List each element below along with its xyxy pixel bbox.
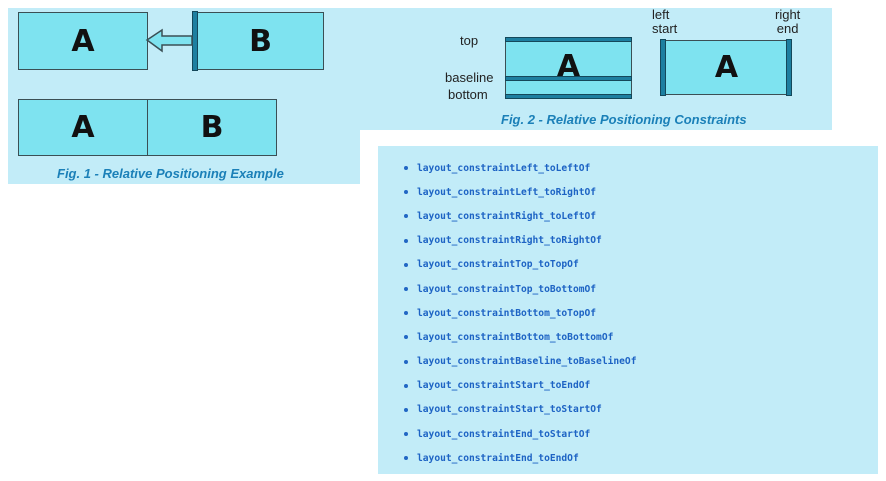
- constraint-name: layout_constraintRight_toRightOf: [417, 235, 602, 247]
- figure-2-caption: Fig. 2 - Relative Positioning Constraint…: [501, 112, 747, 127]
- bullet-icon: [404, 383, 408, 388]
- list-item: layout_constraintEnd_toEndOf: [404, 446, 637, 470]
- bullet-icon: [404, 262, 408, 267]
- fig1-box-b-bottom: B: [147, 99, 277, 156]
- fig1-box-a-bottom-label: A: [71, 110, 95, 145]
- constraint-name: layout_constraintStart_toStartOf: [417, 404, 602, 416]
- constraint-name: layout_constraintTop_toBottomOf: [417, 283, 597, 295]
- fig2-box-a-horizontal-label: A: [714, 50, 739, 85]
- bullet-icon: [404, 335, 408, 340]
- bullet-icon: [404, 190, 408, 195]
- bullet-icon: [404, 238, 408, 243]
- constraint-name: layout_constraintEnd_toEndOf: [417, 452, 579, 464]
- label-left-start: left start: [652, 8, 677, 36]
- end-constraint-bar: [786, 39, 792, 96]
- label-bottom: bottom: [448, 87, 488, 102]
- list-item: layout_constraintLeft_toLeftOf: [404, 156, 637, 180]
- list-item: layout_constraintEnd_toStartOf: [404, 422, 637, 446]
- list-item: layout_constraintBaseline_toBaselineOf: [404, 350, 637, 374]
- bullet-icon: [404, 432, 408, 437]
- constraint-name: layout_constraintBaseline_toBaselineOf: [417, 356, 637, 368]
- list-item: layout_constraintRight_toLeftOf: [404, 204, 637, 228]
- list-item: layout_constraintTop_toBottomOf: [404, 277, 637, 301]
- label-baseline: baseline: [445, 70, 494, 85]
- constraint-name: layout_constraintStart_toEndOf: [417, 380, 591, 392]
- label-end: end: [776, 21, 799, 36]
- bullet-icon: [404, 359, 408, 364]
- bullet-icon: [404, 214, 408, 219]
- label-left: left: [652, 7, 670, 22]
- fig1-box-b-label: B: [249, 23, 272, 59]
- constraints-list: layout_constraintLeft_toLeftOf layout_co…: [404, 156, 637, 470]
- constraint-name: layout_constraintTop_toTopOf: [417, 259, 579, 271]
- label-top: top: [460, 33, 479, 48]
- bullet-icon: [404, 166, 408, 171]
- list-item: layout_constraintStart_toStartOf: [404, 398, 637, 422]
- figure-1-caption: Fig. 1 - Relative Positioning Example: [57, 166, 284, 181]
- bullet-icon: [404, 311, 408, 316]
- bottom-constraint-bar: [505, 94, 632, 99]
- label-start: start: [652, 21, 678, 36]
- top-constraint-bar: [505, 37, 632, 42]
- bullet-icon: [404, 456, 408, 461]
- fig2-box-a-vertical-label: A: [556, 48, 581, 84]
- constraint-name: layout_constraintBottom_toBottomOf: [417, 331, 614, 343]
- fig1-box-a-label: A: [71, 23, 95, 59]
- constraint-name: layout_constraintRight_toLeftOf: [417, 210, 597, 222]
- constraints-list-panel: [378, 146, 878, 474]
- constraint-name: layout_constraintLeft_toLeftOf: [417, 162, 591, 174]
- constraint-name: layout_constraintEnd_toStartOf: [417, 428, 591, 440]
- fig1-box-b: B: [197, 12, 324, 70]
- fig1-box-a-bottom: A: [18, 99, 148, 156]
- constraint-name: layout_constraintBottom_toTopOf: [417, 307, 597, 319]
- label-right: right: [775, 7, 801, 22]
- bullet-icon: [404, 407, 408, 412]
- list-item: layout_constraintLeft_toRightOf: [404, 180, 637, 204]
- fig2-box-a-vertical: A: [505, 38, 632, 98]
- list-item: layout_constraintBottom_toBottomOf: [404, 325, 637, 349]
- fig2-box-a-horizontal: A: [663, 40, 790, 95]
- label-right-end: right end: [775, 8, 800, 36]
- constraint-name: layout_constraintLeft_toRightOf: [417, 186, 597, 198]
- bullet-icon: [404, 287, 408, 292]
- list-item: layout_constraintTop_toTopOf: [404, 253, 637, 277]
- list-item: layout_constraintBottom_toTopOf: [404, 301, 637, 325]
- baseline-constraint-bar: [505, 76, 632, 81]
- list-item: layout_constraintStart_toEndOf: [404, 374, 637, 398]
- start-constraint-bar: [660, 39, 666, 96]
- list-item: layout_constraintRight_toRightOf: [404, 229, 637, 253]
- fig1-box-b-bottom-label: B: [200, 110, 224, 145]
